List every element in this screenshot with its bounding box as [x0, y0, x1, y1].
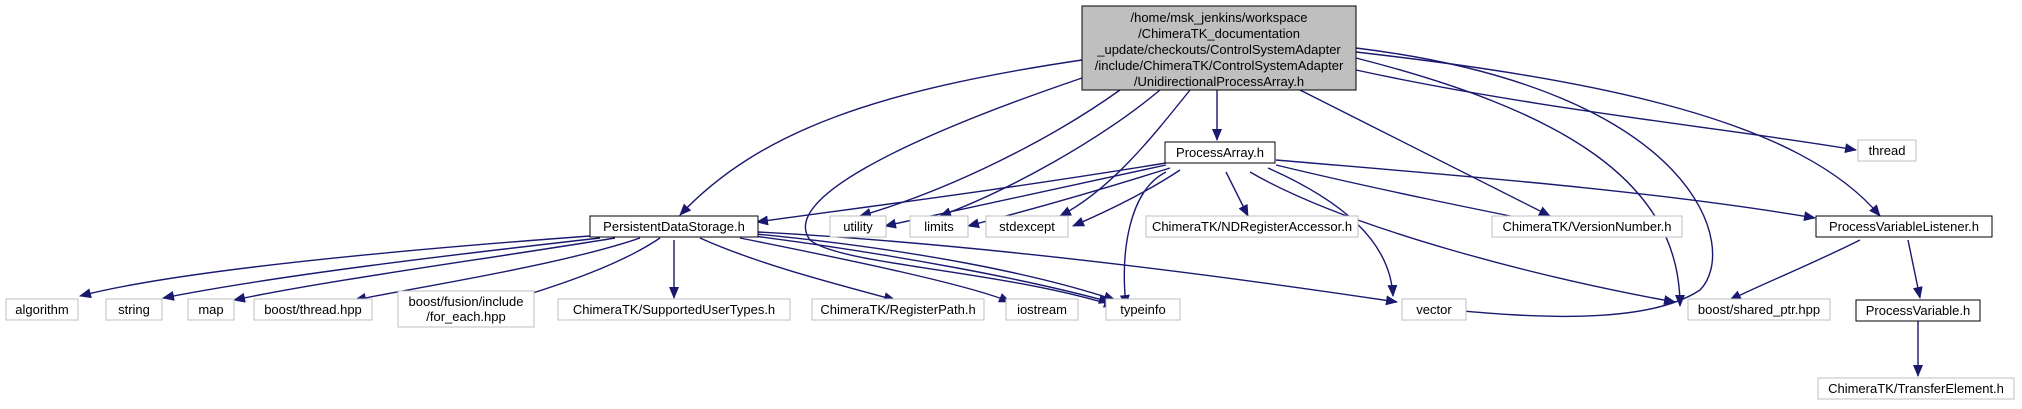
node-root-unidirectional-process-array: /home/msk_jenkins/workspace /ChimeraTK_d…	[1081, 5, 1357, 91]
node-register-path: ChimeraTK/RegisterPath.h	[811, 298, 985, 321]
node-utility: utility	[829, 215, 887, 238]
edge-pds-registerpath	[699, 237, 896, 302]
edge-root-limits	[939, 89, 1161, 217]
node-map-label: map	[198, 302, 223, 317]
node-limits: limits	[909, 215, 969, 238]
node-map: map	[187, 298, 235, 321]
edge-pds-vector	[757, 231, 1398, 306]
edge-pa-ndregister	[1225, 171, 1249, 217]
edge-root-sharedptr	[1355, 57, 1685, 307]
node-ndregister-label: ChimeraTK/NDRegisterAccessor.h	[1152, 219, 1352, 234]
node-string: string	[105, 298, 163, 321]
edge-pa-pvlistener	[1275, 159, 1816, 222]
edge-root-typeinfo	[804, 77, 1116, 308]
node-persistent-label: PersistentDataStorage.h	[603, 219, 745, 234]
node-thread: thread	[1857, 139, 1917, 162]
edge-pds-string	[162, 237, 601, 301]
node-boost-fusion-for-each: boost/fusion/include /for_each.hpp	[397, 290, 535, 328]
edge-pa-typeinfo	[1119, 171, 1167, 307]
node-versionnumber-label: ChimeraTK/VersionNumber.h	[1502, 219, 1671, 234]
node-limits-label: limits	[924, 219, 954, 234]
edge-root-thread	[1355, 69, 1857, 154]
node-utility-label: utility	[843, 219, 873, 234]
root-line-4: /include/ChimeraTK/ControlSystemAdapter	[1095, 58, 1344, 73]
node-stdexcept: stdexcept	[985, 215, 1069, 238]
node-boostthread-label: boost/thread.hpp	[264, 302, 362, 317]
node-boostfusion-line-2: /for_each.hpp	[426, 309, 506, 324]
node-processarray[interactable]: ProcessArray.h	[1164, 141, 1276, 164]
node-vector: vector	[1401, 298, 1467, 321]
node-boost-thread: boost/thread.hpp	[253, 298, 373, 321]
edge-pa-persistent	[756, 162, 1167, 226]
node-registerpath-label: ChimeraTK/RegisterPath.h	[820, 302, 975, 317]
edge-pds-typeinfo2	[755, 233, 1116, 302]
node-boost-shared-ptr: boost/shared_ptr.hpp	[1687, 298, 1831, 321]
node-thread-label: thread	[1869, 143, 1906, 158]
edge-pa-stdexcept	[1072, 169, 1181, 227]
edge-pds-algorithm	[79, 235, 591, 299]
node-sharedptr-label: boost/shared_ptr.hpp	[1698, 302, 1820, 317]
node-supported-user-types: ChimeraTK/SupportedUserTypes.h	[557, 298, 791, 321]
root-line-3: _update/checkouts/ControlSystemAdapter	[1096, 42, 1341, 57]
node-string-label: string	[118, 302, 150, 317]
node-version-number: ChimeraTK/VersionNumber.h	[1491, 215, 1683, 238]
node-stdexcept-label: stdexcept	[999, 219, 1055, 234]
node-process-variable-listener[interactable]: ProcessVariableListener.h	[1815, 215, 1993, 238]
node-algorithm-label: algorithm	[15, 302, 68, 317]
node-process-variable[interactable]: ProcessVariable.h	[1855, 299, 1981, 322]
edge-root-utility	[859, 89, 1121, 218]
edge-pds-iostream	[739, 237, 1011, 303]
node-persistent-data-storage[interactable]: PersistentDataStorage.h	[589, 215, 759, 238]
edge-pds-map	[233, 237, 616, 303]
edge-root-versionnumber	[1299, 89, 1551, 217]
edge-pds-typeinfo	[753, 235, 1111, 304]
root-line-5: /UnidirectionalProcessArray.h	[1134, 74, 1304, 89]
root-line-1: /home/msk_jenkins/workspace	[1130, 10, 1307, 25]
node-typeinfo-label: typeinfo	[1120, 302, 1166, 317]
node-transferelement-label: ChimeraTK/TransferElement.h	[1828, 381, 2004, 396]
edge-root-vector	[1355, 47, 1714, 318]
node-nd-register-accessor: ChimeraTK/NDRegisterAccessor.h	[1145, 215, 1359, 238]
node-processarray-label: ProcessArray.h	[1176, 145, 1264, 160]
node-boostfusion-line-1: boost/fusion/include	[409, 294, 524, 309]
edge-pa-sharedptr	[1249, 171, 1676, 306]
node-processvariable-label: ProcessVariable.h	[1866, 303, 1971, 318]
edge-root-persistent	[679, 59, 1083, 216]
node-iostream-label: iostream	[1017, 302, 1067, 317]
edge-pds-boostthread	[354, 237, 641, 303]
node-pvlistener-label: ProcessVariableListener.h	[1829, 219, 1979, 234]
node-algorithm: algorithm	[5, 298, 79, 321]
edge-pvl-processvariable	[1907, 239, 1923, 299]
edge-pvl-sharedptr	[1729, 239, 1861, 301]
node-typeinfo: typeinfo	[1105, 298, 1181, 321]
node-vector-label: vector	[1416, 302, 1452, 317]
node-transfer-element: ChimeraTK/TransferElement.h	[1817, 377, 2015, 400]
node-iostream: iostream	[1005, 298, 1079, 321]
edge-root-stdexcept	[1059, 89, 1191, 217]
node-supportedtypes-label: ChimeraTK/SupportedUserTypes.h	[573, 302, 775, 317]
root-line-2: /ChimeraTK_documentation	[1138, 26, 1300, 41]
